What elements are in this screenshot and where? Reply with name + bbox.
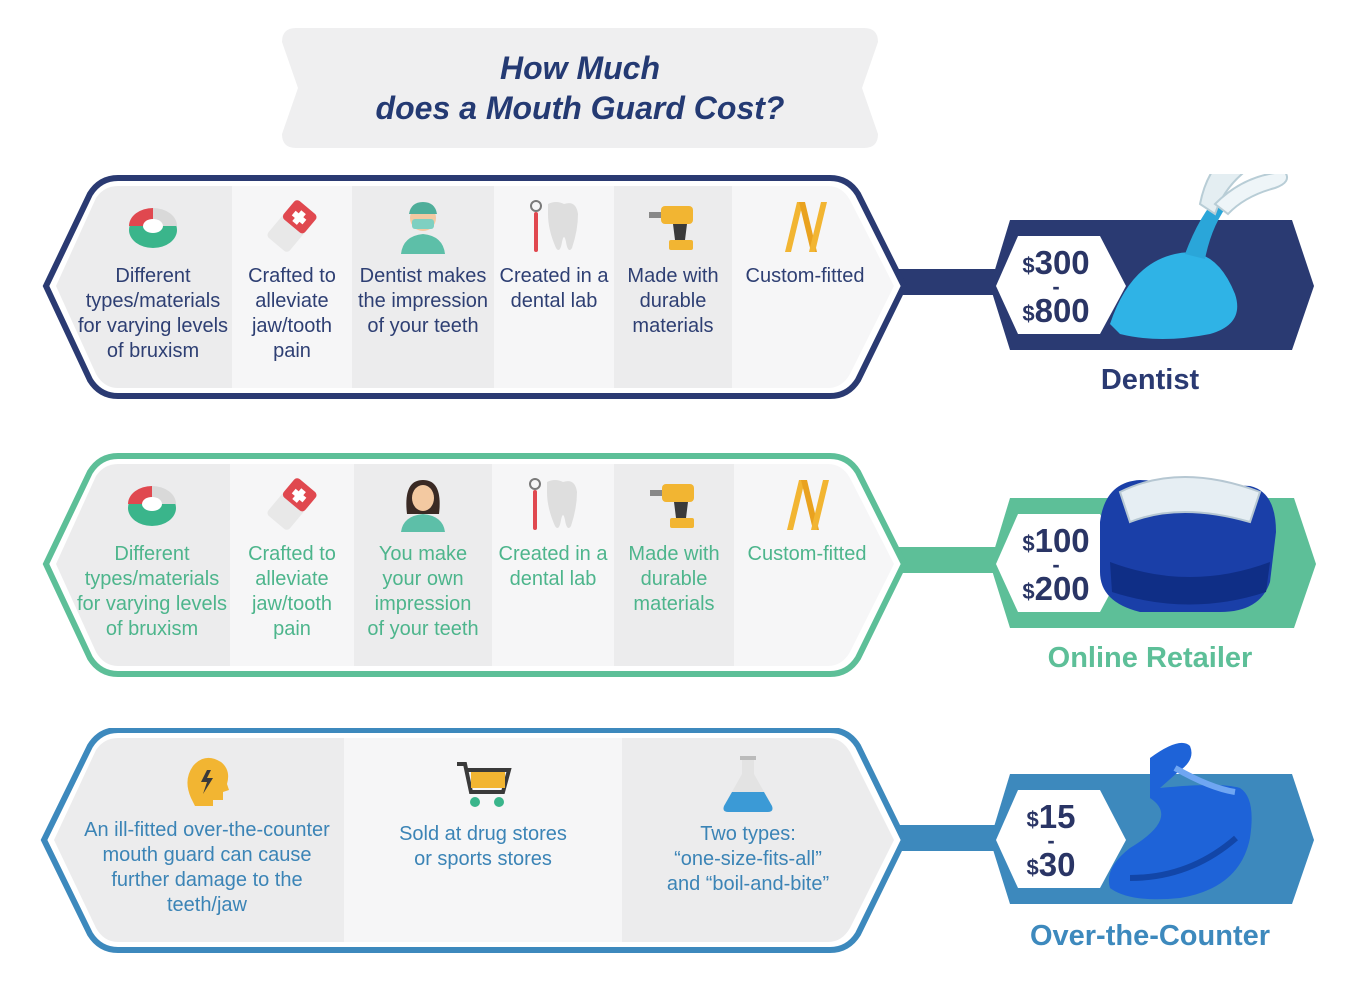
- chart-ring-icon: [129, 208, 177, 248]
- chart-ring-icon: [128, 486, 176, 526]
- tooth-tool-icon: [530, 200, 578, 252]
- price-online: $100 - $200: [1004, 522, 1108, 608]
- title-banner: How Much does a Mouth Guard Cost?: [282, 28, 878, 148]
- woman-icon: [401, 480, 445, 532]
- cart-icon: [457, 762, 512, 807]
- price-dash: -: [1047, 828, 1055, 853]
- label-online-retailer: Online Retailer: [1047, 642, 1253, 674]
- head-pain-icon: [187, 757, 229, 806]
- price-low: $15: [1026, 798, 1076, 835]
- drill-icon: [650, 484, 694, 528]
- row-otc-frame: [40, 728, 1314, 953]
- label-dentist: Dentist: [1100, 364, 1200, 396]
- drill-icon: [649, 206, 693, 250]
- glove-photo: [1110, 174, 1288, 339]
- price-high: $200: [1022, 570, 1090, 607]
- price-low: $100: [1022, 522, 1090, 559]
- cell-text: Custom-fitted: [747, 543, 867, 565]
- title-line-1: How Much: [500, 50, 660, 86]
- row-dentist-frame: [42, 174, 1314, 399]
- row-online-frame: [42, 453, 1316, 677]
- cell-text: Custom-fitted: [745, 265, 865, 287]
- title-banner-shape: [282, 28, 878, 148]
- price-high: $800: [1022, 292, 1090, 329]
- ruler-icon: [785, 202, 827, 252]
- bandage-icon: [267, 478, 317, 530]
- price-otc: $15 - $30: [1004, 798, 1098, 884]
- price-dentist: $300 - $800: [1004, 244, 1108, 330]
- ruler-icon: [787, 480, 829, 530]
- price-dash: -: [1052, 274, 1060, 299]
- otc-cell-3: Two types:“one-size-fits-all”and “boil-a…: [622, 728, 874, 897]
- price-dash: -: [1052, 552, 1060, 577]
- bandage-icon: [267, 200, 317, 252]
- dentist-cell-6: Custom-fitted: [732, 174, 878, 289]
- dentist-icon: [401, 202, 445, 254]
- mouth-guard-photo: [1108, 742, 1252, 900]
- online-cell-6: Custom-fitted: [734, 452, 880, 567]
- cell-text: Two types:“one-size-fits-all”and “boil-a…: [666, 823, 830, 895]
- price-high: $30: [1026, 846, 1076, 883]
- price-low: $300: [1022, 244, 1090, 281]
- label-over-the-counter: Over-the-Counter: [1029, 920, 1271, 952]
- case-photo: [1100, 476, 1276, 612]
- title-line-2: does a Mouth Guard Cost?: [375, 90, 785, 126]
- tooth-tool-icon: [529, 478, 577, 530]
- flask-icon: [723, 756, 773, 812]
